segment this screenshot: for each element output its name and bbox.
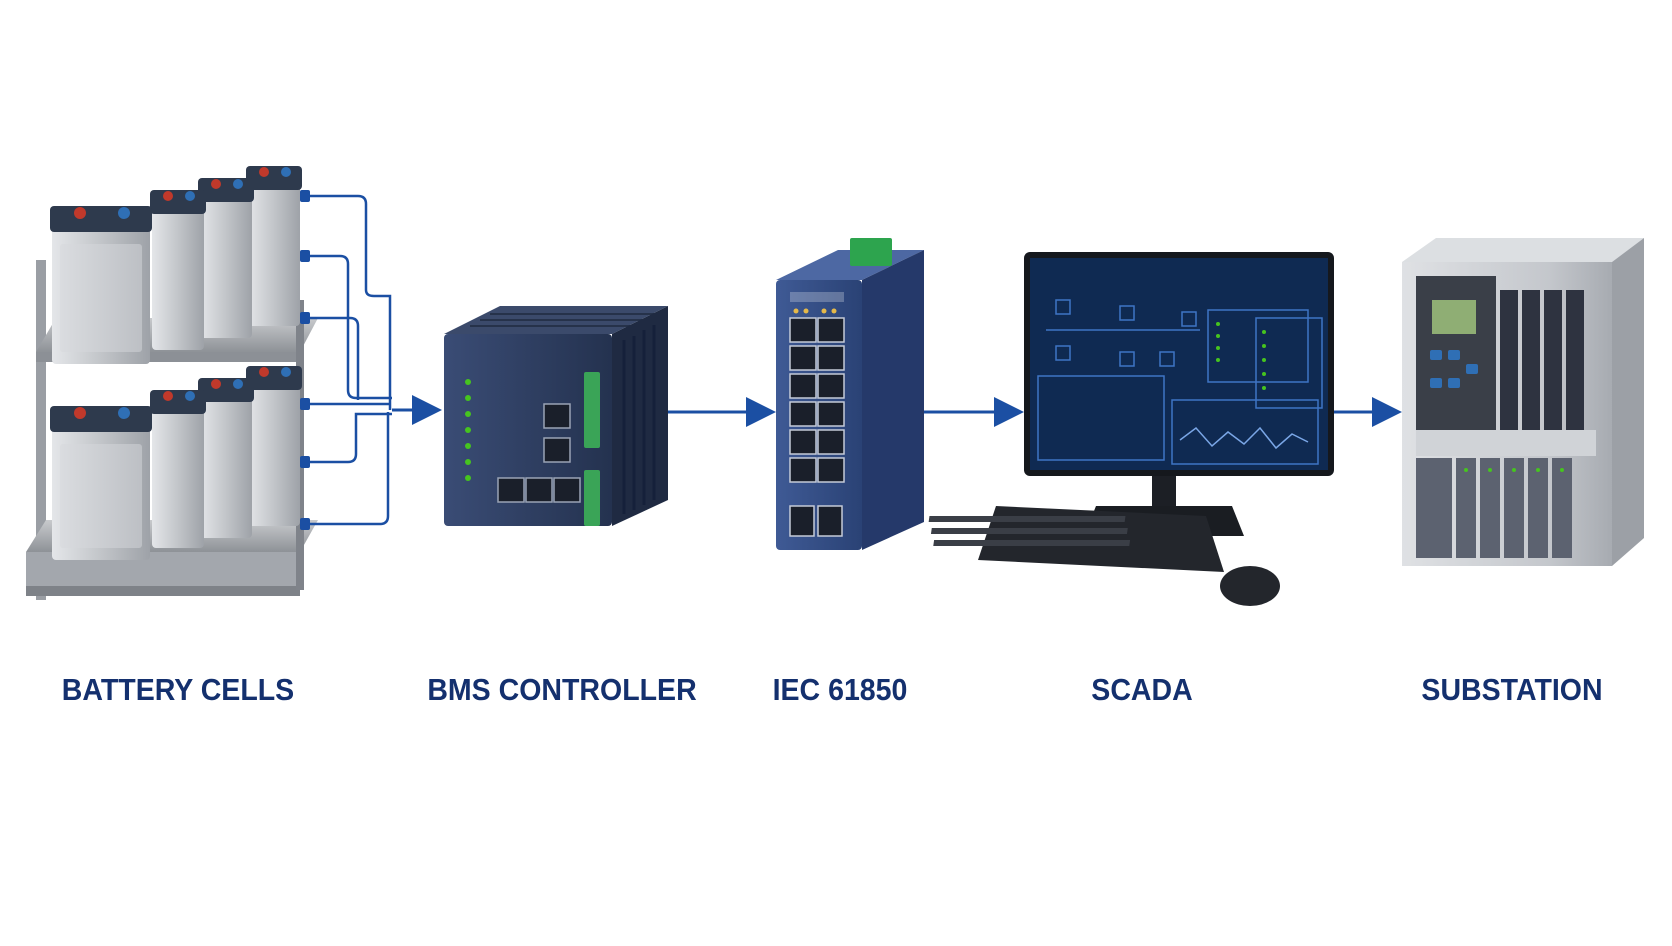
battery-row-top bbox=[50, 166, 302, 364]
bms-controller-device bbox=[444, 306, 668, 526]
battery-row-bottom bbox=[50, 366, 302, 560]
label-substation: SUBSTATION bbox=[1421, 672, 1603, 707]
substation-cabinet bbox=[1402, 238, 1644, 566]
label-scada: SCADA bbox=[1091, 672, 1193, 707]
battery-sense-wires bbox=[308, 194, 392, 526]
scada-workstation bbox=[928, 252, 1334, 606]
label-bms-controller: BMS CONTROLLER bbox=[427, 672, 697, 707]
label-iec-61850: IEC 61850 bbox=[772, 672, 908, 707]
iec61850-switch-device bbox=[776, 238, 924, 550]
label-battery-cells: BATTERY CELLS bbox=[61, 672, 295, 707]
wire-connectors bbox=[300, 190, 310, 530]
